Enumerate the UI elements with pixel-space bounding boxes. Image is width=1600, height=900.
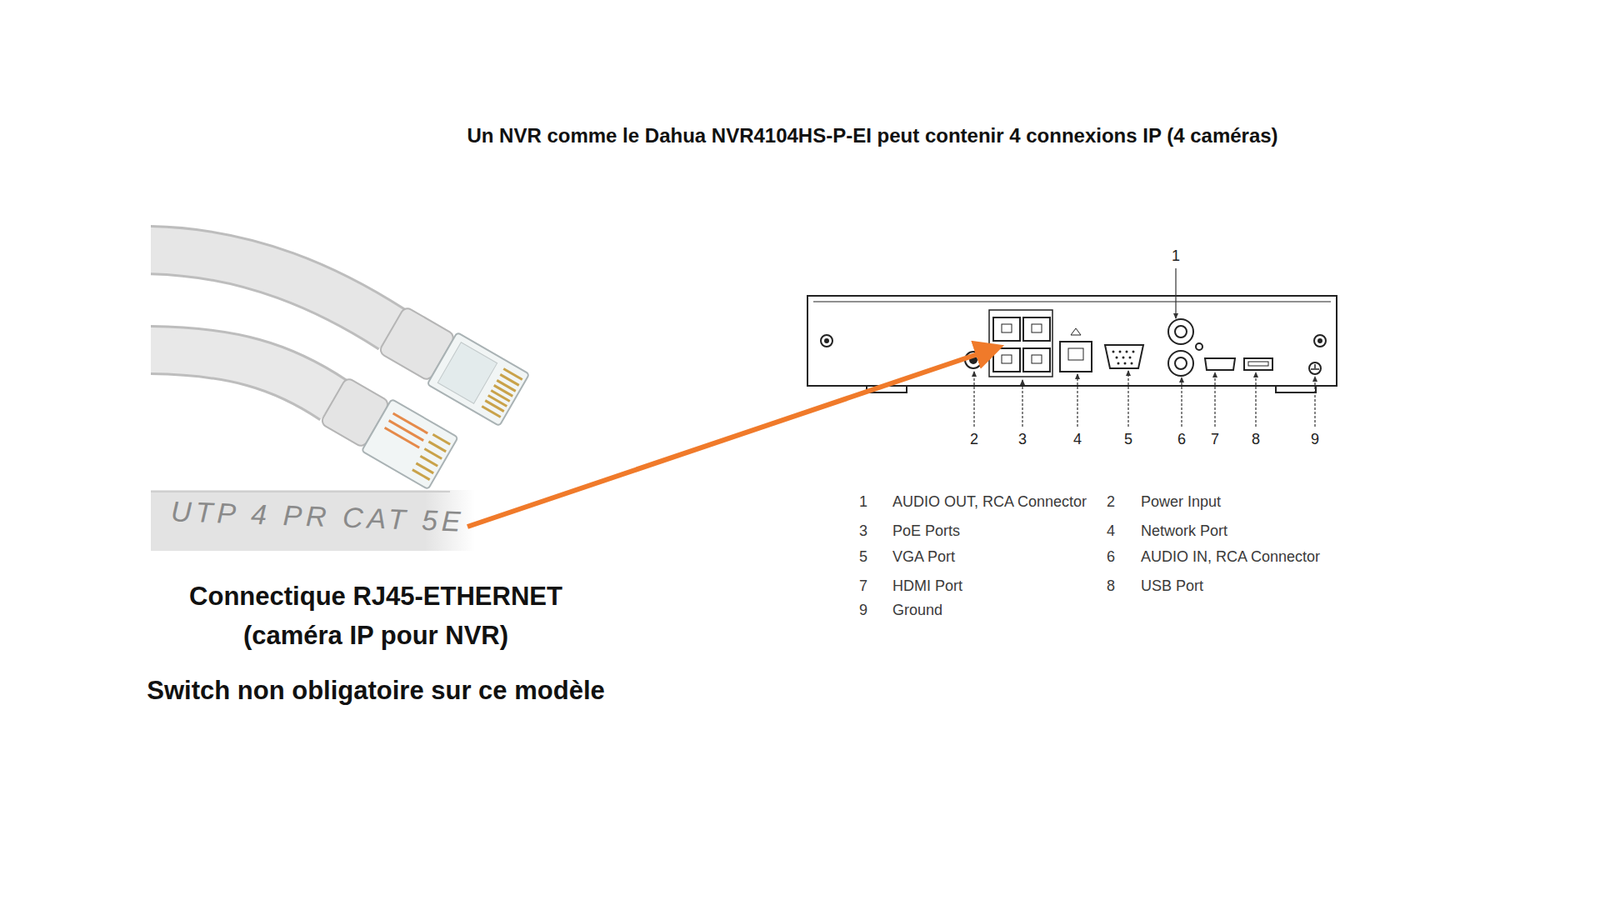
table-cell: HDMI Port (892, 577, 963, 595)
table-number: 2 (1106, 493, 1115, 511)
table-cell: Network Port (1140, 522, 1228, 540)
table-cell: PoE Ports (892, 522, 960, 540)
nvr-rear-panel (807, 295, 1337, 393)
callout-number: 2 (970, 430, 979, 449)
callout-number: 4 (1073, 430, 1082, 449)
table-cell: Ground (892, 601, 943, 620)
leader-lines (974, 268, 1315, 427)
table-cell: USB Port (1140, 577, 1204, 595)
table-number: 9 (859, 601, 868, 620)
table-number: 7 (859, 577, 868, 595)
caption-text: Switch non obligatoire sur ce modèle (146, 675, 605, 706)
title-text: Un NVR comme le Dahua NVR4104HS-P-EI peu… (466, 124, 1278, 148)
table-number: 3 (859, 522, 868, 540)
callout-number: 1 (1171, 247, 1180, 265)
table-number: 5 (859, 548, 868, 566)
caption-text: (caméra IP pour NVR) (243, 620, 509, 651)
table-number: 4 (1106, 522, 1115, 540)
table-number: 1 (859, 493, 868, 511)
table-number: 6 (1106, 548, 1115, 566)
callout-number: 5 (1124, 430, 1133, 449)
callout-number: 7 (1210, 430, 1220, 449)
table-cell: AUDIO OUT, RCA Connector (892, 493, 1087, 511)
table-number: 8 (1106, 577, 1115, 595)
callout-number: 9 (1310, 430, 1320, 449)
callout-number: 3 (1018, 430, 1027, 449)
cable-photo (150, 250, 530, 551)
callout-number: 6 (1177, 430, 1186, 449)
table-cell: VGA Port (892, 548, 955, 566)
table-cell: Power Input (1140, 493, 1221, 511)
callout-number: 8 (1251, 430, 1260, 449)
caption-text: Connectique RJ45-ETHERNET (189, 581, 563, 612)
table-cell: AUDIO IN, RCA Connector (1140, 548, 1320, 566)
